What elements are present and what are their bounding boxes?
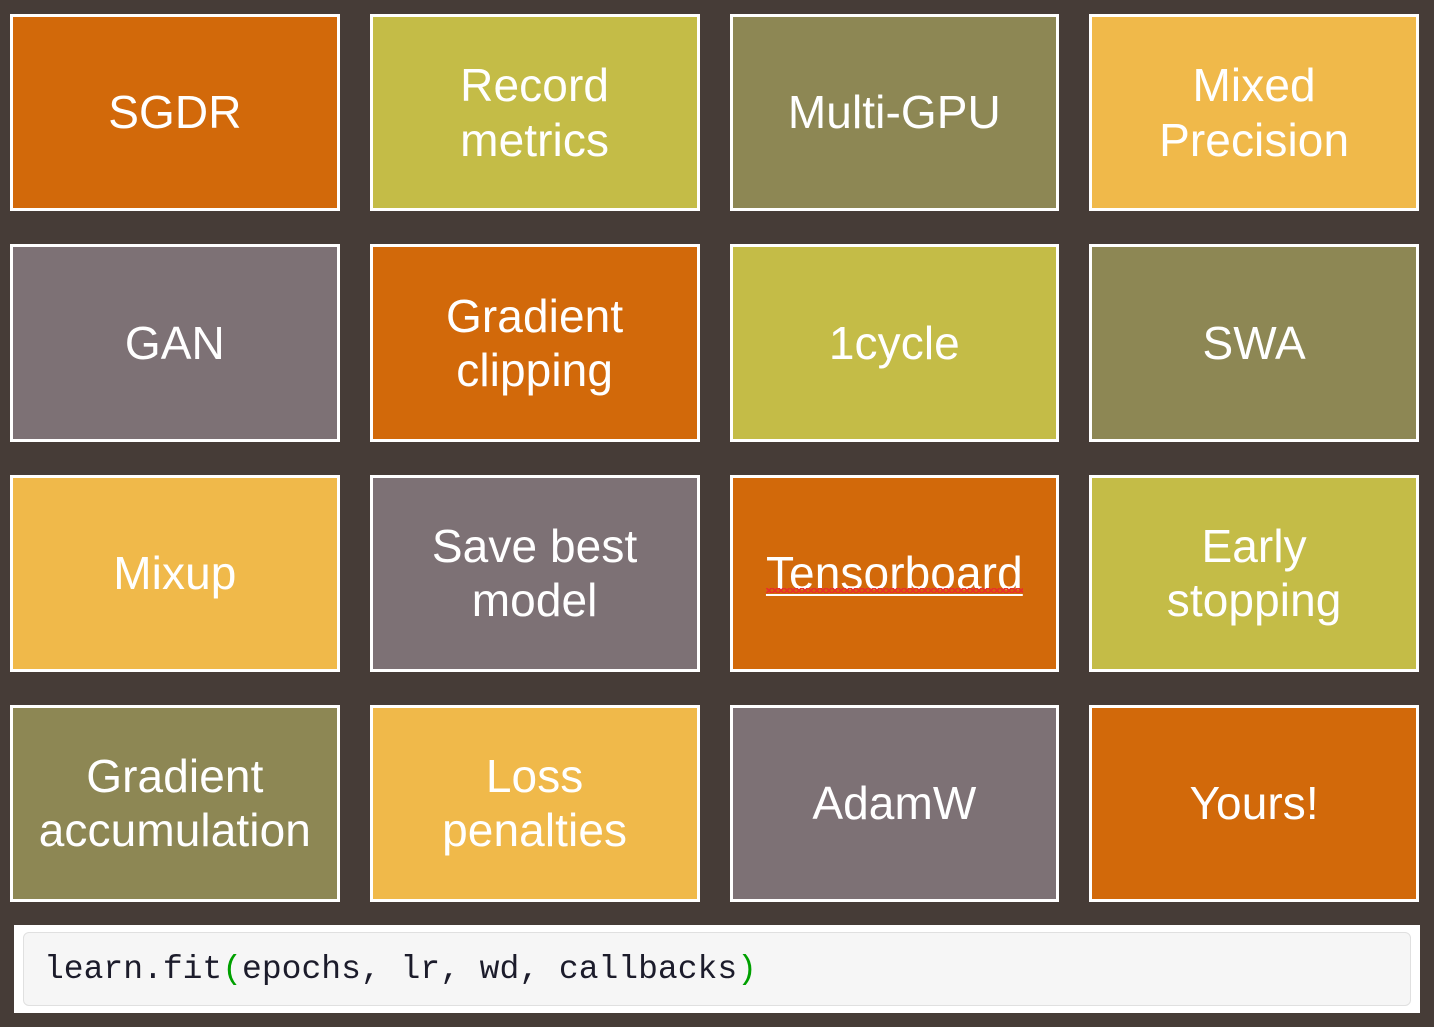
callback-tile[interactable]: Record metrics — [369, 14, 700, 212]
code-line: learn.fit(epochs, lr, wd, callbacks) — [44, 953, 757, 986]
callback-tile[interactable]: Mixup — [10, 474, 340, 672]
code-segment-paren: ( — [222, 950, 243, 988]
callback-tile-label: Record metrics — [460, 59, 610, 166]
code-segment-paren: ) — [737, 950, 757, 988]
callback-tile-label: AdamW — [812, 777, 977, 830]
callback-tile[interactable]: Gradient clipping — [369, 244, 700, 442]
callback-tile-label: GAN — [124, 316, 225, 369]
callback-tile[interactable]: Tensorboard — [729, 474, 1060, 672]
callback-tile[interactable]: Early stopping — [1089, 474, 1419, 672]
callback-tile[interactable]: SWA — [1089, 244, 1419, 442]
callback-tile[interactable]: 1cycle — [729, 244, 1060, 442]
callback-tile-grid: SGDR Record metrics Multi-GPU Mixed Precisi… — [10, 14, 1419, 902]
callback-tile[interactable]: Loss penalties — [369, 704, 700, 902]
callback-tile[interactable]: Yours! — [1089, 704, 1419, 902]
callback-tile-label: SWA — [1202, 316, 1306, 369]
callback-tile[interactable]: Mixed Precision — [1089, 14, 1419, 212]
callback-tile-label: Mixup — [113, 546, 237, 599]
callback-tile-label: Early stopping — [1166, 519, 1342, 627]
callback-tile-label: SGDR — [108, 86, 242, 139]
callback-tile-label: Gradient accumulation — [38, 750, 311, 857]
callback-tile-label: Loss penalties — [442, 750, 628, 857]
callback-tile[interactable]: AdamW — [729, 704, 1060, 902]
code-segment-plain: learn.fit — [44, 950, 223, 988]
callback-tile-label: Yours! — [1189, 777, 1319, 830]
code-panel: learn.fit(epochs, lr, wd, callbacks) — [14, 925, 1420, 1013]
callback-tile[interactable]: SGDR — [10, 14, 340, 212]
callback-tile[interactable]: GAN — [10, 244, 340, 442]
code-segment-plain: epochs, lr, wd, callbacks — [242, 950, 738, 988]
callback-tile-label: Save best model — [431, 519, 638, 627]
code-box[interactable]: learn.fit(epochs, lr, wd, callbacks) — [23, 932, 1411, 1006]
callback-tile-label: Gradient clipping — [446, 289, 624, 396]
callback-tile[interactable]: Gradient accumulation — [10, 704, 340, 902]
callback-tile[interactable]: Save best model — [369, 474, 700, 672]
callback-tile-label: Multi-GPU — [787, 86, 1001, 139]
callback-tile-label: Mixed Precision — [1159, 59, 1350, 166]
callback-tile-label: 1cycle — [828, 316, 960, 369]
callback-tile[interactable]: Multi-GPU — [729, 14, 1060, 212]
callback-tile-label: Tensorboard — [756, 546, 1033, 600]
